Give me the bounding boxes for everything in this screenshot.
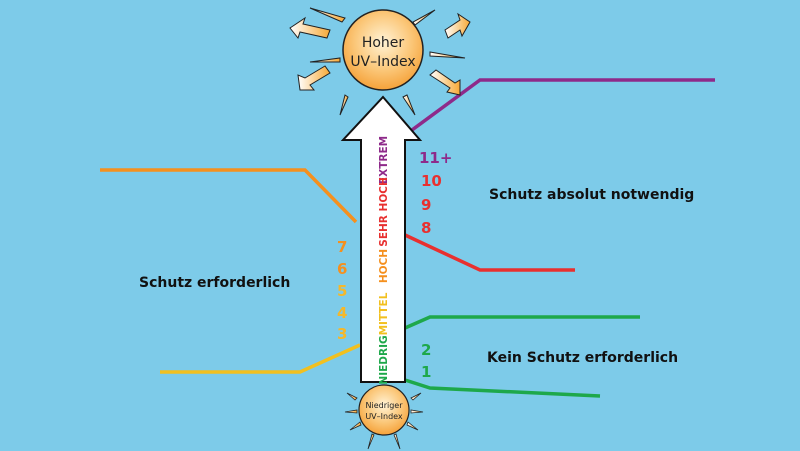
uv-number: 2 <box>421 341 431 359</box>
caption-schutz-erforderlich: Schutz erforderlich <box>139 275 290 291</box>
caption-kein-schutz-erforderlich: Kein Schutz erforderlich <box>487 350 678 366</box>
high-uv-sun-icon <box>342 9 424 91</box>
uv-number: 7 <box>337 238 347 256</box>
uv-number: 11+ <box>419 149 452 167</box>
uv-number: 1 <box>421 363 431 381</box>
small-sun-rays-icon <box>344 392 424 450</box>
level-sehr-hoch: SEHR HOCH <box>378 177 390 246</box>
low-upper-connector-line <box>404 315 640 330</box>
uv-number: 5 <box>337 282 347 300</box>
uv-number: 3 <box>337 325 347 343</box>
low-lower-connector-line <box>404 378 601 398</box>
high-uv-label-line1: Hoher <box>362 35 405 51</box>
uv-number: 8 <box>421 219 431 237</box>
uv-number: 6 <box>337 260 347 278</box>
level-hoch: HOCH <box>378 249 390 283</box>
uv-number: 9 <box>421 196 431 214</box>
level-mittel: MITTEL <box>378 292 390 335</box>
level-niedrig: NIEDRIG <box>378 335 390 384</box>
uv-number: 4 <box>337 304 347 322</box>
sun-rays-icon <box>289 7 471 116</box>
level-extrem: EXTREM <box>378 136 390 184</box>
very-high-connector-line <box>404 233 575 272</box>
low-uv-label-line2: UV–Index <box>365 412 403 421</box>
uv-scale-arrow <box>340 95 423 383</box>
low-uv-label-line1: Niedriger <box>365 401 403 410</box>
high-connector-line <box>100 168 358 224</box>
low-uv-sun-icon <box>358 384 410 436</box>
caption-schutz-absolut-notwendig: Schutz absolut notwendig <box>489 187 694 203</box>
extreme-connector-line <box>410 78 715 132</box>
medium-connector-line <box>160 343 361 374</box>
uv-number: 10 <box>421 172 442 190</box>
high-uv-label-line2: UV–Index <box>350 54 415 70</box>
